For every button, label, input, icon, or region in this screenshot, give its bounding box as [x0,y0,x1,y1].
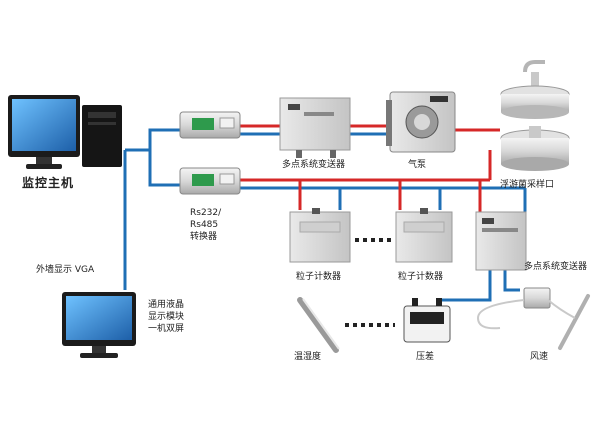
lcd-screen [66,296,132,340]
differential-pressure-sensor [403,298,451,343]
label-multipoint-transmitter-right: 多点系统变送器 [524,262,588,272]
converter-1 [179,111,241,139]
label-lcd-line3: 一机双屏 [148,324,185,334]
blue-line-host-bus [125,128,180,152]
lcd-base [80,353,118,358]
label-air-pump: 气泵 [408,160,427,170]
label-wind-speed: 风速 [530,352,549,362]
host-monitor-screen [12,99,76,151]
air-pump [386,91,456,153]
label-external-display: 外墙显示 VGA [36,265,95,275]
host-tower [82,105,122,167]
particle-counter-1 [289,208,351,263]
connection-lines [123,124,527,327]
converter-2 [179,167,241,195]
host-monitor-neck [36,157,52,165]
label-converter-line3: 转换器 [190,232,218,242]
multipoint-transmitter-right [475,211,527,271]
label-plankton-sampler: 浮游菌采样口 [500,180,555,190]
label-lcd-line1: 通用液晶 [148,300,185,310]
blue-line-to-dp [440,270,492,302]
host-tower-drive [88,112,116,118]
label-multipoint-transmitter-top: 多点系统变送器 [282,160,346,170]
label-particle-counter-1: 粒子计数器 [296,272,342,282]
label-host: 监控主机 [22,176,75,190]
label-lcd-line2: 显示模块 [148,312,185,322]
converter-1-terminal [192,118,214,130]
blue-line-bus-lower [148,150,180,187]
label-particle-counter-2: 粒子计数器 [398,272,444,282]
plankton-sampler [500,60,570,171]
host-tower-drive-2 [88,122,116,125]
lcd-neck [92,346,106,354]
lcd-monitor [62,292,136,358]
label-differential-pressure: 压差 [416,352,435,362]
multipoint-transmitter-top [279,97,351,158]
blue-line-to-wind [503,270,520,292]
particle-counter-2 [395,208,453,263]
label-converter-line1: Rs232/ [190,208,222,218]
label-temp-humidity: 温湿度 [294,352,322,362]
label-converter-line2: Rs485 [190,220,219,230]
temp-humidity-sensor [297,297,340,353]
converter-2-terminal [192,174,214,186]
wind-speed-sensor [476,287,590,350]
host-monitor-base [26,164,62,169]
host-computer [8,95,122,169]
